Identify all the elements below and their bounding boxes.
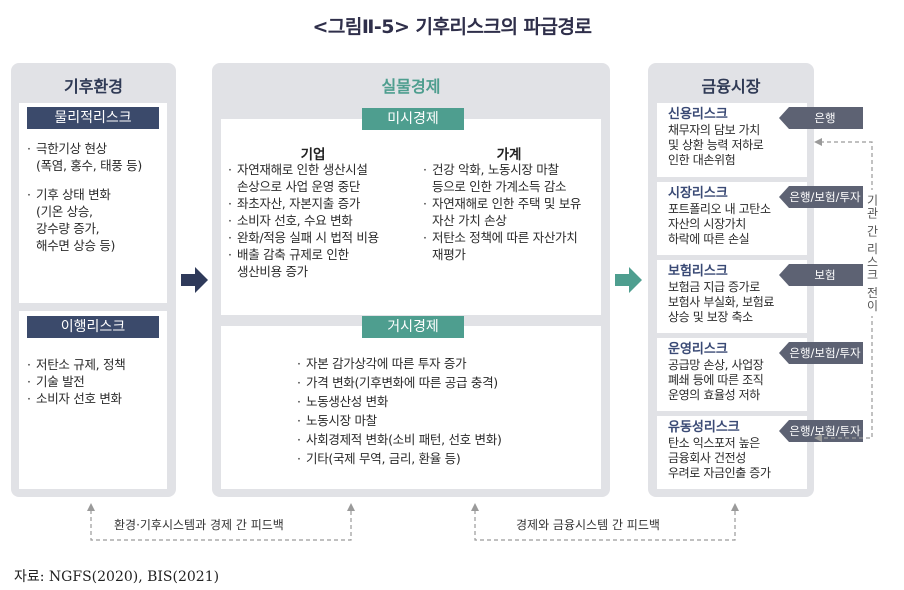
risk-title: 보험리스크 bbox=[668, 264, 728, 279]
feedback-left-bracket bbox=[87, 503, 355, 541]
sector-tag: 은행/보험/투자 bbox=[779, 420, 863, 442]
firm-item: 좌초자산, 자본지출 증가 bbox=[227, 195, 417, 212]
financial-market-header: 금융시장 bbox=[701, 77, 761, 96]
flow-arrow-icon bbox=[615, 267, 642, 293]
climate-env-header: 기후환경 bbox=[64, 77, 123, 96]
physical-risk-item: 극한기상 현상 (폭염, 홍수, 태풍 등) bbox=[26, 140, 166, 174]
household-item: 저탄소 정책에 따른 자산가치 재평가 bbox=[422, 229, 600, 263]
macro-item: 자본 감가상각에 따른 투자 증가 bbox=[296, 354, 596, 373]
risk-title: 신용리스크 bbox=[668, 107, 728, 122]
transition-risk-label: 이행리스크 bbox=[27, 316, 159, 338]
physical-risk-list: 극한기상 현상 (폭염, 홍수, 태풍 등) 기후 상태 변화 (기온 상승, … bbox=[26, 140, 166, 254]
risk-title: 운영리스크 bbox=[668, 342, 728, 357]
macro-item: 기타(국제 무역, 금리, 환율 등) bbox=[296, 449, 596, 468]
sector-tag: 은행 bbox=[779, 107, 863, 129]
feedback-right-label: 경제와 금융시스템 간 피드백 bbox=[510, 516, 666, 533]
macro-list: 자본 감가상각에 따른 투자 증가 가격 변화(기후변화에 따른 공급 충격) … bbox=[296, 354, 596, 468]
micro-economy-label: 미시경제 bbox=[362, 108, 464, 130]
macro-economy-label: 거시경제 bbox=[362, 316, 464, 338]
physical-risk-label: 물리적리스크 bbox=[27, 107, 159, 129]
household-item: 자연재해로 인한 주택 및 보유 자산 가치 손상 bbox=[422, 195, 600, 229]
transition-risk-item: 기술 발전 bbox=[26, 373, 166, 390]
firm-list: 자연재해로 인한 생산시설 손상으로 사업 운영 중단 좌초자산, 자본지출 증… bbox=[227, 161, 417, 280]
risk-body: 공급망 손상, 사업장 폐쇄 등에 따른 조직 운영의 효율성 저하 bbox=[668, 358, 764, 402]
figure-title: <그림Ⅱ-5> 기후리스크의 파급경로 bbox=[312, 16, 592, 38]
feedback-left-label: 환경·기후시스템과 경제 간 피드백 bbox=[108, 516, 290, 533]
firm-title: 기업 bbox=[300, 147, 326, 163]
firm-item: 자연재해로 인한 생산시설 손상으로 사업 운영 중단 bbox=[227, 161, 417, 195]
risk-transfer-label: 기관 간 리스크 전이 bbox=[864, 190, 881, 317]
risk-body: 포트폴리오 내 고탄소 자산의 시장가치 하락에 따른 손실 bbox=[668, 202, 771, 246]
macro-item: 노동시장 마찰 bbox=[296, 411, 596, 430]
sector-tag: 은행/보험/투자 bbox=[779, 342, 863, 364]
flow-arrow-icon bbox=[181, 267, 208, 293]
household-title: 가계 bbox=[496, 147, 522, 163]
transition-risk-list: 저탄소 규제, 정책 기술 발전 소비자 선호 변화 bbox=[26, 356, 166, 407]
household-list: 건강 악화, 노동시장 마찰 등으로 인한 가계소득 감소 자연재해로 인한 주… bbox=[422, 161, 600, 263]
physical-risk-item: 기후 상태 변화 (기온 상승, 강수량 증가, 해수면 상승 등) bbox=[26, 186, 166, 254]
household-item: 건강 악화, 노동시장 마찰 등으로 인한 가계소득 감소 bbox=[422, 161, 600, 195]
transition-risk-item: 저탄소 규제, 정책 bbox=[26, 356, 166, 373]
risk-title: 유동성리스크 bbox=[668, 420, 740, 435]
macro-item: 노동생산성 변화 bbox=[296, 392, 596, 411]
macro-item: 가격 변화(기후변화에 따른 공급 충격) bbox=[296, 373, 596, 392]
source-note: 자료: NGFS(2020), BIS(2021) bbox=[14, 569, 220, 585]
firm-item: 소비자 선호, 수요 변화 bbox=[227, 212, 417, 229]
real-economy-header: 실물경제 bbox=[381, 77, 441, 96]
feedback-right-bracket bbox=[471, 503, 739, 541]
risk-body: 탄소 익스포저 높은 금융회사 건전성 우려로 자금인출 증가 bbox=[668, 436, 771, 480]
macro-item: 사회경제적 변화(소비 패턴, 선호 변화) bbox=[296, 430, 596, 449]
firm-item: 완화/적응 실패 시 법적 비용 bbox=[227, 229, 417, 246]
sector-tag: 보험 bbox=[779, 264, 863, 286]
firm-item: 배출 감축 규제로 인한 생산비용 증가 bbox=[227, 246, 417, 280]
risk-body: 채무자의 담보 가치 및 상환 능력 저하로 인한 대손위험 bbox=[668, 123, 764, 167]
risk-body: 보험금 지급 증가로 보험사 부실화, 보험료 상승 및 보장 축소 bbox=[668, 280, 775, 324]
sector-tag: 은행/보험/투자 bbox=[779, 186, 863, 208]
risk-title: 시장리스크 bbox=[668, 186, 728, 201]
transition-risk-item: 소비자 선호 변화 bbox=[26, 390, 166, 407]
